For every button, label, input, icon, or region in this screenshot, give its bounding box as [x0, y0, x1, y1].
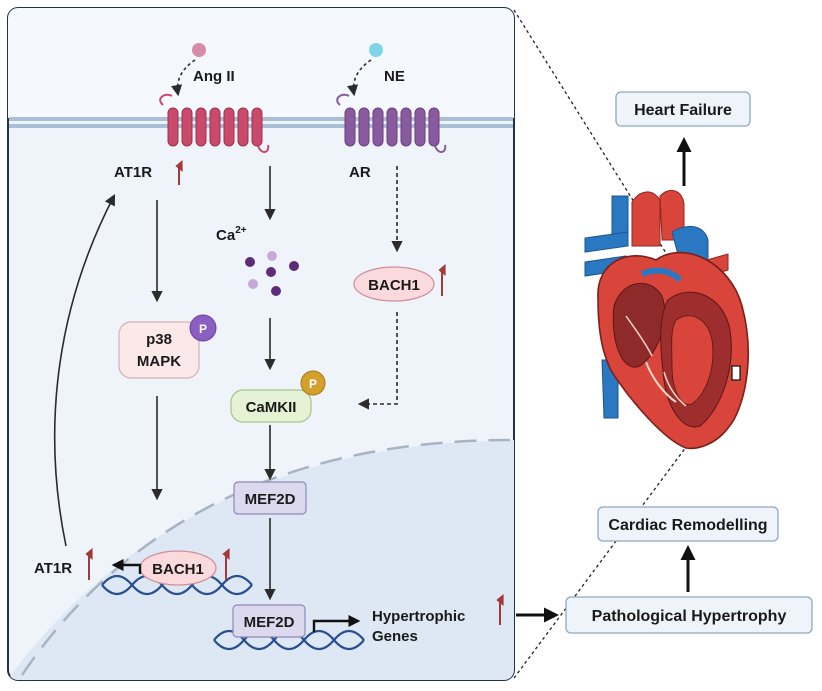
- calcium-ions: [245, 251, 299, 296]
- ne-label: NE: [384, 68, 405, 85]
- camkii-phospho-label: P: [309, 377, 317, 391]
- genes-label-line1: Hypertrophic: [372, 608, 465, 625]
- ne-binding-arrow: [347, 59, 372, 97]
- nuclear-mef2d-label: MEF2D: [244, 614, 295, 631]
- ar-receptor: [336, 93, 447, 153]
- p38-label: p38: [146, 331, 172, 348]
- calcium-label: Ca2+: [216, 225, 247, 244]
- bach1-node: BACH1: [353, 266, 435, 302]
- p38-phospho-label: P: [199, 322, 207, 336]
- ang-ii-binding-arrow: [171, 59, 196, 97]
- nuclear-bach1-label: BACH1: [152, 561, 204, 578]
- mef2d-label: MEF2D: [245, 491, 296, 508]
- bach1-label: BACH1: [368, 277, 420, 294]
- camkii-label: CaMKII: [246, 399, 297, 416]
- zoom-region-marker: [731, 365, 741, 381]
- cell-panel: [7, 7, 515, 681]
- pathological-hypertrophy-label: Pathological Hypertrophy: [592, 608, 787, 625]
- bach1-transcription-arrow: [111, 559, 142, 574]
- mapk-label: MAPK: [137, 353, 181, 370]
- heart-illustration: [584, 189, 749, 450]
- ang-ii-label: Ang II: [193, 68, 235, 85]
- calcium-base: Ca: [216, 227, 236, 244]
- nuclear-envelope: [20, 438, 511, 676]
- nuclear-mef2d-node: MEF2D: [232, 604, 306, 638]
- mef2d-transcription-arrow: [312, 615, 361, 632]
- cardiac-remodelling-label: Cardiac Remodelling: [608, 517, 767, 534]
- calcium-superscript: 2+: [235, 225, 247, 236]
- pathological-hypertrophy-box: Pathological Hypertrophy: [565, 596, 813, 634]
- nuclear-at1r-label: AT1R: [34, 560, 72, 577]
- p38-phospho-badge: [189, 314, 217, 342]
- cardiac-remodelling-box: Cardiac Remodelling: [597, 506, 779, 542]
- camkii-node: CaMKII P: [230, 370, 326, 423]
- zoom-line-bottom: [513, 379, 737, 679]
- at1r-receptor: [159, 93, 270, 153]
- ang-ii-ligand: [192, 43, 206, 57]
- mef2d-node: MEF2D: [233, 481, 307, 515]
- at1r-label: AT1R: [114, 164, 152, 181]
- ne-ligand: [369, 43, 383, 57]
- nucleus: [8, 440, 514, 680]
- ar-label: AR: [349, 164, 371, 181]
- heart-failure-box: Heart Failure: [615, 91, 751, 127]
- heart-failure-label: Heart Failure: [634, 102, 732, 119]
- p38-mapk-node: p38 MAPK P: [118, 314, 217, 379]
- bach1-to-camkii-arrow: [357, 312, 398, 410]
- genes-label-line2: Genes: [372, 628, 418, 645]
- camkii-phospho-badge: [300, 370, 326, 396]
- nuclear-bach1-node: BACH1: [139, 550, 217, 586]
- feedback-to-at1r-arrow: [53, 194, 116, 547]
